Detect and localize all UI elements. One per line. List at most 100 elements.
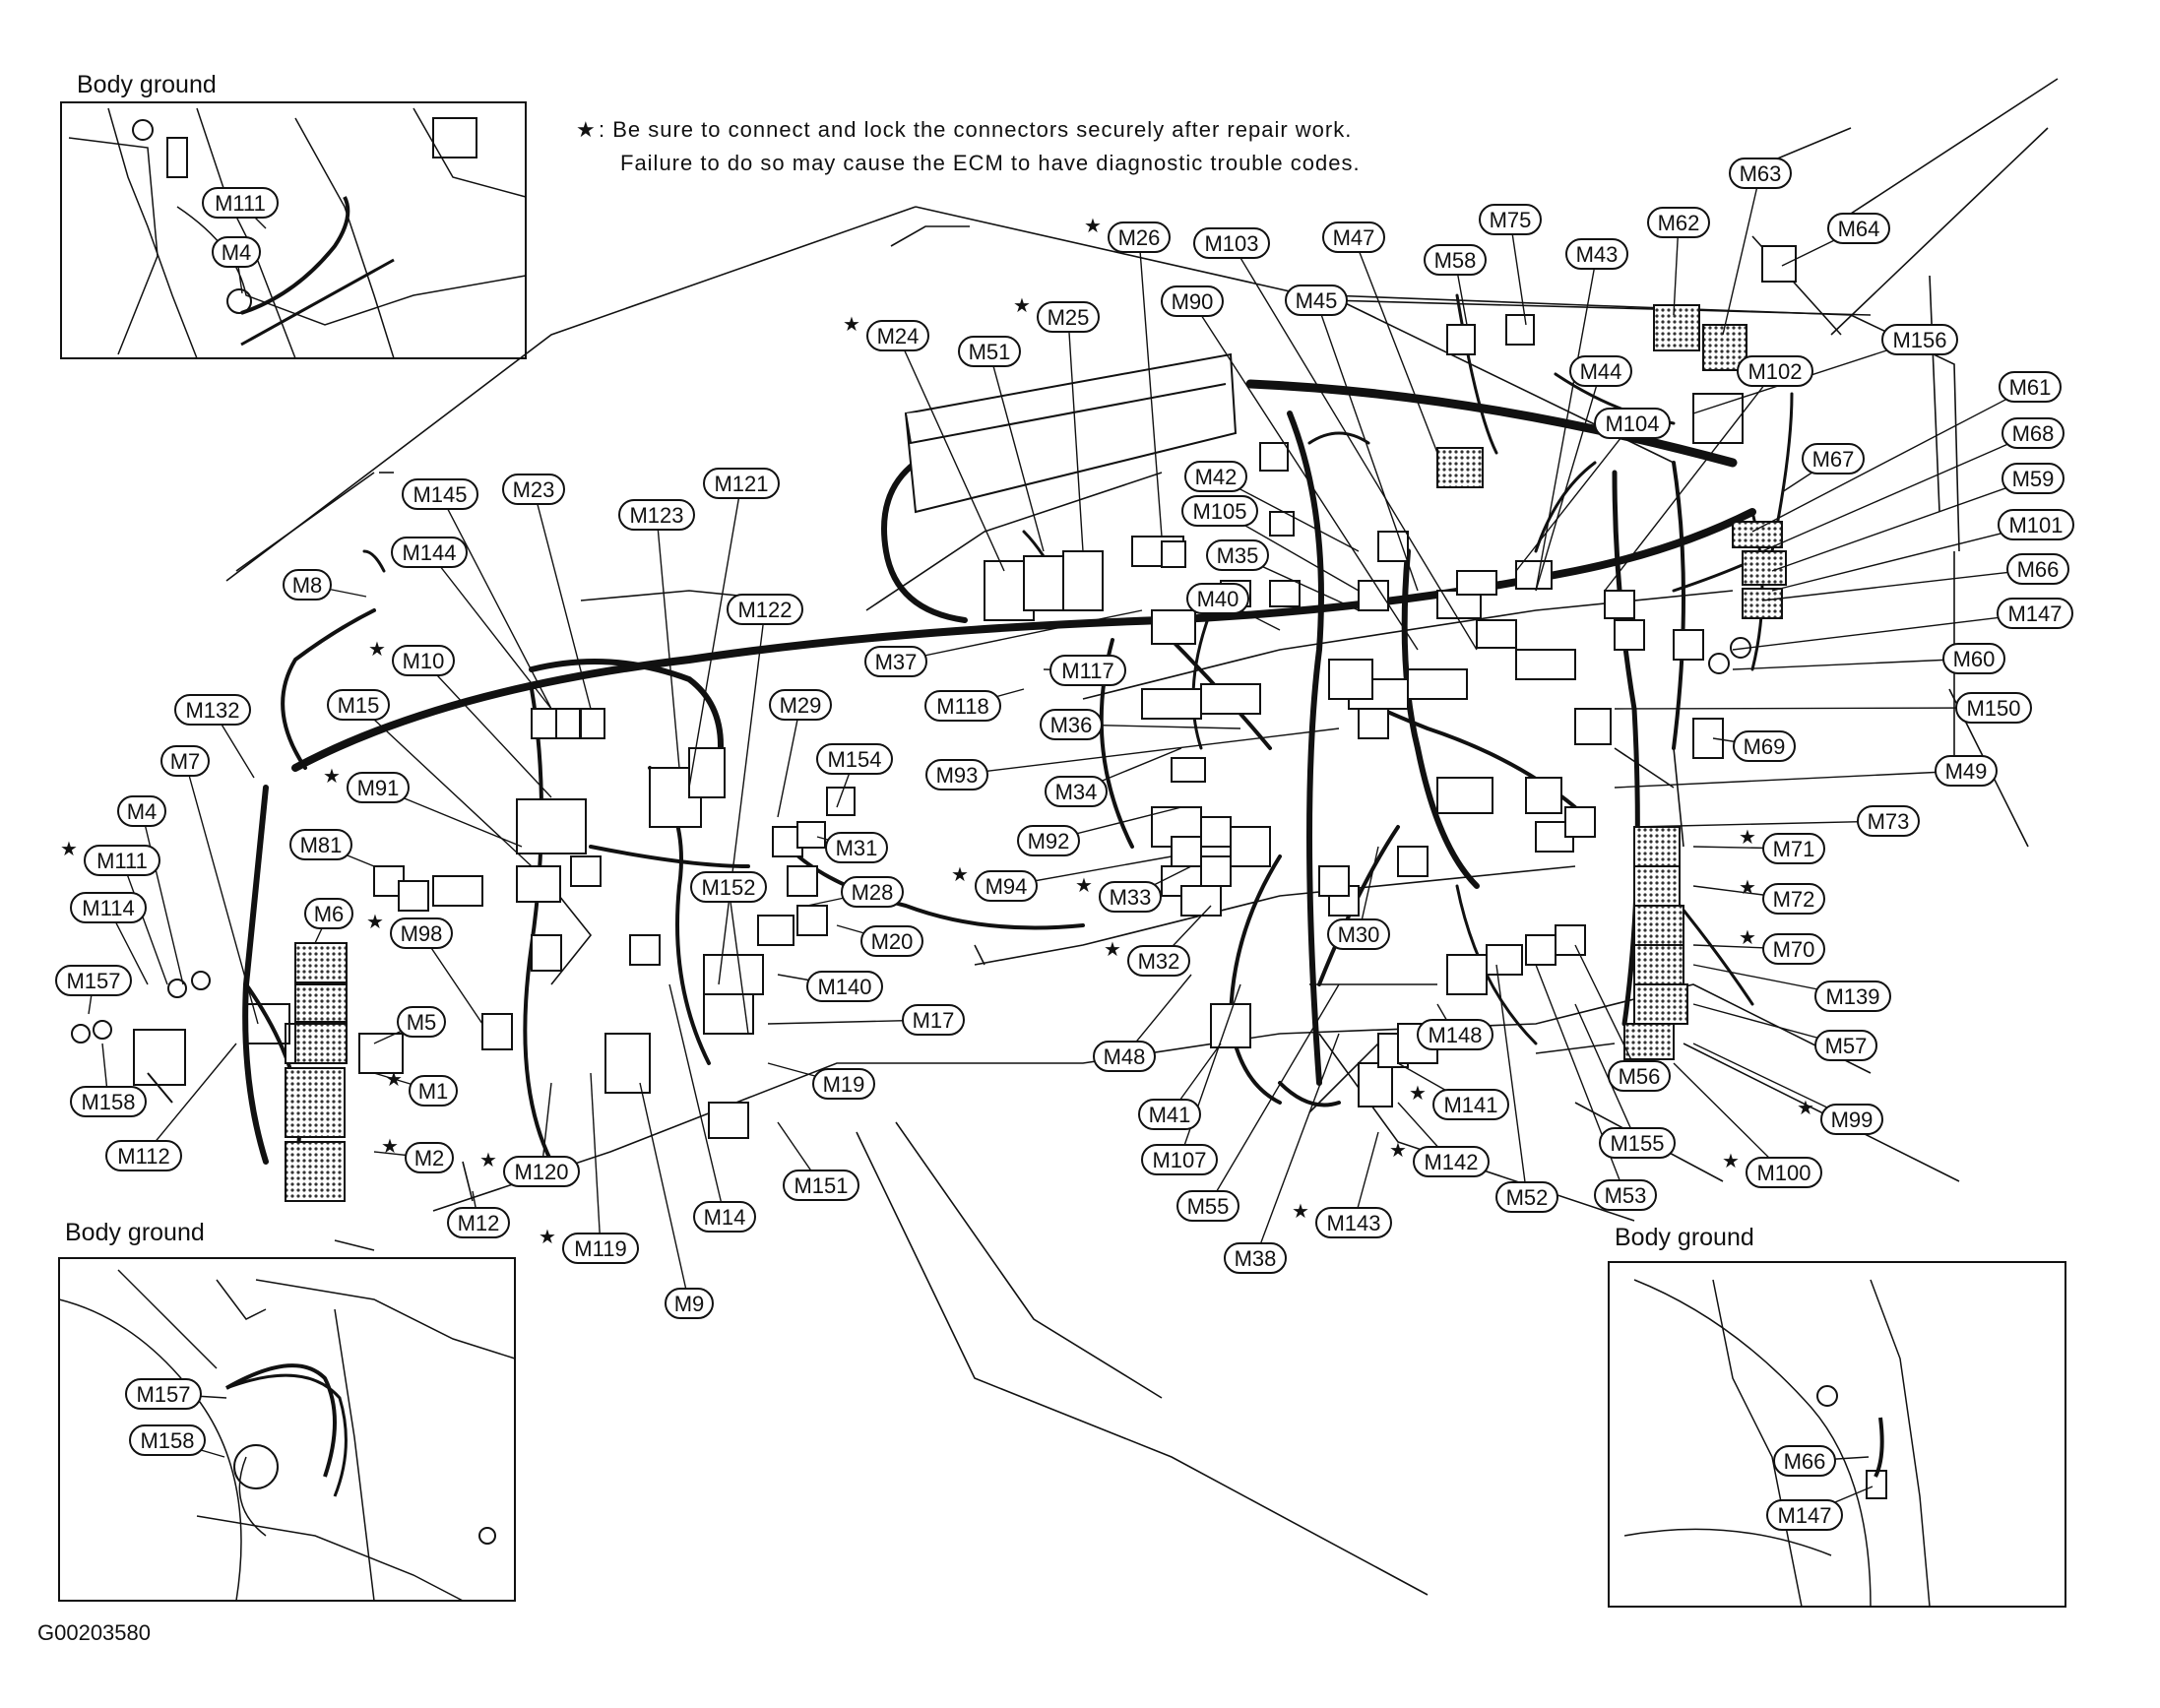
star-marker-m2: ★ <box>381 1136 399 1158</box>
star-marker-m119: ★ <box>539 1227 556 1248</box>
leader-line-m103 <box>1231 242 1478 651</box>
connector-label-m33: M33 <box>1099 881 1162 913</box>
ecm-box <box>904 352 1238 514</box>
connector-label-m31: M31 <box>825 832 888 863</box>
connector-label-m52: M52 <box>1495 1181 1558 1213</box>
inset-title-top-left: Body ground <box>77 71 217 98</box>
leader-line-m155 <box>1574 1003 1638 1144</box>
figure-id: G00203580 <box>37 1620 151 1645</box>
leader-line-m112 <box>143 1043 237 1157</box>
connector-label-m43: M43 <box>1565 238 1628 270</box>
ground-terminals <box>71 637 1751 1104</box>
star-marker-m33: ★ <box>1075 875 1093 897</box>
connector-label-m119: M119 <box>562 1233 639 1264</box>
connector-label-m66i: M66 <box>1773 1445 1836 1477</box>
leader-line-m52 <box>1495 964 1528 1198</box>
shaded-connectors <box>285 304 1787 1202</box>
connector-label-m9: M9 <box>665 1288 714 1319</box>
connector-label-m36: M36 <box>1040 709 1103 740</box>
inset-title-bottom-left: Body ground <box>65 1219 205 1246</box>
inset-top-left <box>60 101 527 359</box>
connector-label-m69: M69 <box>1733 730 1796 762</box>
star-marker-m91: ★ <box>323 766 341 788</box>
connector-label-m62: M62 <box>1647 207 1710 238</box>
leader-line-m59 <box>1771 477 2034 572</box>
star-marker-m1: ★ <box>385 1069 403 1091</box>
connector-label-m8: M8 <box>283 569 332 601</box>
star-marker-m111: ★ <box>60 839 78 860</box>
connector-label-m118: M118 <box>924 690 1001 722</box>
connector-label-m47: M47 <box>1322 221 1385 253</box>
connector-label-m157i: M157 <box>125 1378 202 1410</box>
leader-line-m37 <box>895 609 1143 663</box>
connector-label-m143: M143 <box>1315 1207 1392 1238</box>
star-marker-m142: ★ <box>1389 1140 1407 1162</box>
connector-label-m90: M90 <box>1161 285 1224 317</box>
star-marker-m120: ★ <box>479 1150 497 1171</box>
connector-label-m156: M156 <box>1881 324 1958 355</box>
connector-label-m70: M70 <box>1762 933 1825 965</box>
note-line-2: Failure to do so may cause the ECM to ha… <box>620 151 1361 175</box>
connector-label-m140: M140 <box>806 971 883 1002</box>
star-marker-m72: ★ <box>1739 877 1756 899</box>
leader-line-m38 <box>1254 1033 1340 1259</box>
connector-label-m151: M151 <box>783 1170 859 1201</box>
connector-label-m28: M28 <box>841 876 904 908</box>
connector-label-m123: M123 <box>618 499 695 531</box>
star-marker-m99: ★ <box>1797 1098 1814 1119</box>
leader-line-m29 <box>777 704 801 818</box>
connector-label-m45: M45 <box>1285 285 1348 316</box>
connector-label-m105: M105 <box>1181 495 1258 527</box>
leader-line-m152 <box>728 886 749 1035</box>
star-marker-m25: ★ <box>1013 295 1031 317</box>
leader-line-m10 <box>422 660 552 798</box>
connector-label-m44: M44 <box>1569 355 1632 387</box>
connector-label-m145: M145 <box>402 478 478 510</box>
connector-label-m157: M157 <box>55 965 132 996</box>
leader-line-m100 <box>1673 1062 1785 1173</box>
leader-line-m66 <box>1761 568 2039 601</box>
connector-label-m14: M14 <box>693 1201 756 1233</box>
connector-label-m98: M98 <box>390 917 453 949</box>
connector-label-m4: M4 <box>117 795 166 827</box>
leader-line-m123 <box>656 514 680 769</box>
connector-label-m2: M2 <box>405 1142 454 1173</box>
connector-label-m142: M142 <box>1413 1146 1490 1177</box>
connector-label-m73: M73 <box>1857 805 1920 837</box>
star-marker-m71: ★ <box>1739 827 1756 849</box>
connector-label-m114: M114 <box>70 892 147 923</box>
star-marker-m70: ★ <box>1739 927 1756 949</box>
connector-label-m132: M132 <box>174 694 251 726</box>
connector-label-m147i: M147 <box>1766 1499 1843 1531</box>
leader-line-m25 <box>1067 316 1084 552</box>
connector-label-m63: M63 <box>1729 158 1792 189</box>
leader-line-m150 <box>1614 707 1995 710</box>
connector-label-m68: M68 <box>2001 417 2065 449</box>
leader-line-m119 <box>590 1072 602 1249</box>
star-marker-m94: ★ <box>951 864 969 886</box>
connector-label-m24: M24 <box>866 320 929 351</box>
inset-bottom-left <box>58 1257 516 1602</box>
leader-line-m44 <box>1535 370 1602 592</box>
connector-label-m17: M17 <box>902 1004 965 1036</box>
inset-bottom-right <box>1608 1261 2066 1608</box>
leader-line-m101 <box>1771 524 2037 592</box>
connector-label-m1: M1 <box>409 1075 458 1107</box>
connector-label-m122: M122 <box>727 594 803 625</box>
star-marker-m98: ★ <box>366 912 384 933</box>
connector-label-m144: M144 <box>391 537 468 568</box>
connector-label-m120: M120 <box>503 1156 580 1187</box>
leader-line-m61 <box>1751 386 2031 533</box>
connector-label-m34: M34 <box>1045 776 1108 807</box>
leader-line-m55 <box>1207 983 1340 1207</box>
connector-label-m51: M51 <box>958 336 1021 367</box>
connector-label-m107: M107 <box>1141 1144 1218 1175</box>
star-marker-m100: ★ <box>1722 1151 1740 1172</box>
connector-label-m112: M112 <box>105 1140 182 1171</box>
leader-line-m49 <box>1614 770 1967 789</box>
connector-label-m72: M72 <box>1762 883 1825 915</box>
leader-line-m43 <box>1535 253 1598 592</box>
leader-line-m4 <box>141 810 184 985</box>
leader-line-m145 <box>439 493 552 710</box>
